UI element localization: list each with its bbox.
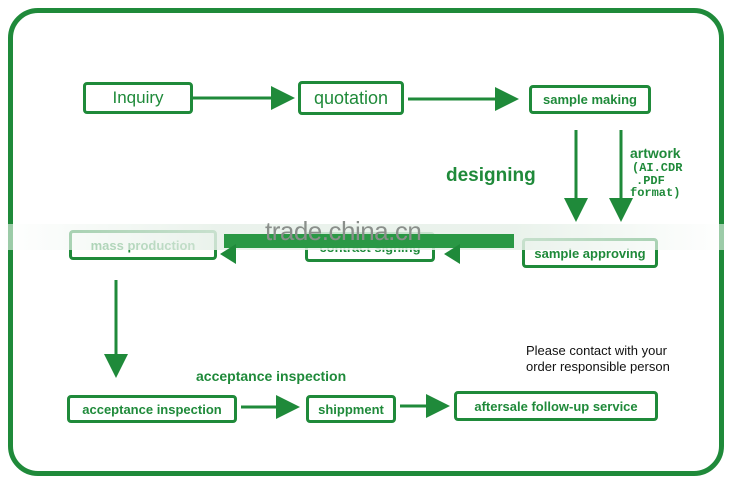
artwork-formats-2: .PDF: [636, 174, 665, 188]
shippment-box: shippment: [306, 395, 396, 423]
quotation-box: quotation: [298, 81, 404, 115]
arrowhead-to-mass-production: [220, 244, 236, 264]
watermark: trade.china.cn: [265, 216, 422, 246]
aftersale-box: aftersale follow-up service: [454, 391, 658, 421]
designing-label: designing: [446, 165, 536, 186]
sample-making-box: sample making: [529, 85, 651, 114]
artwork-formats-3: format): [630, 186, 681, 200]
arrowhead-to-contract-signing: [444, 244, 460, 264]
arrow-shaft-band: [224, 234, 514, 248]
artwork-formats-1: (AI.CDR: [632, 161, 683, 175]
artwork-label: artwork: [630, 145, 681, 161]
contact-note-line2: order responsible person: [526, 359, 670, 374]
inquiry-box: Inquiry: [83, 82, 193, 114]
contact-note-line1: Please contact with your: [526, 343, 667, 358]
acceptance-inspection-box: acceptance inspection: [67, 395, 237, 423]
acceptance-inspection-label: acceptance inspection: [196, 368, 347, 384]
